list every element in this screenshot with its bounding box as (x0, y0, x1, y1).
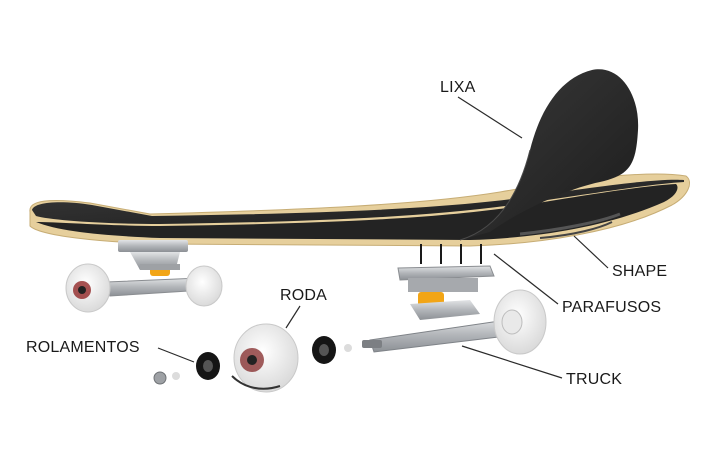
leader-lixa (457, 96, 523, 139)
leader-shape (573, 235, 609, 269)
label-shape: SHAPE (612, 263, 667, 280)
leader-parafusos (493, 253, 559, 305)
label-rolamentos: ROLAMENTOS (26, 339, 140, 356)
leader-rolamentos (157, 347, 195, 363)
leader-truck (461, 345, 563, 379)
wheel-left-front (185, 265, 223, 307)
deck (29, 173, 690, 247)
label-truck: TRUCK (566, 371, 622, 388)
wheel-left-back (65, 263, 111, 313)
label-lixa: LIXA (440, 79, 476, 96)
label-parafusos: PARAFUSOS (562, 299, 661, 316)
bearing-1 (196, 352, 220, 380)
screws (420, 244, 482, 264)
axle-nut (153, 344, 352, 385)
wheel-loose (231, 323, 299, 393)
wheel-right (493, 289, 547, 355)
label-roda: RODA (280, 287, 327, 304)
truck-left (105, 240, 205, 297)
leader-lines (157, 96, 609, 379)
leader-roda (285, 305, 301, 329)
bearing-2 (312, 336, 336, 364)
baseplate-right (397, 265, 495, 292)
grip-tape-sheet (459, 69, 639, 241)
